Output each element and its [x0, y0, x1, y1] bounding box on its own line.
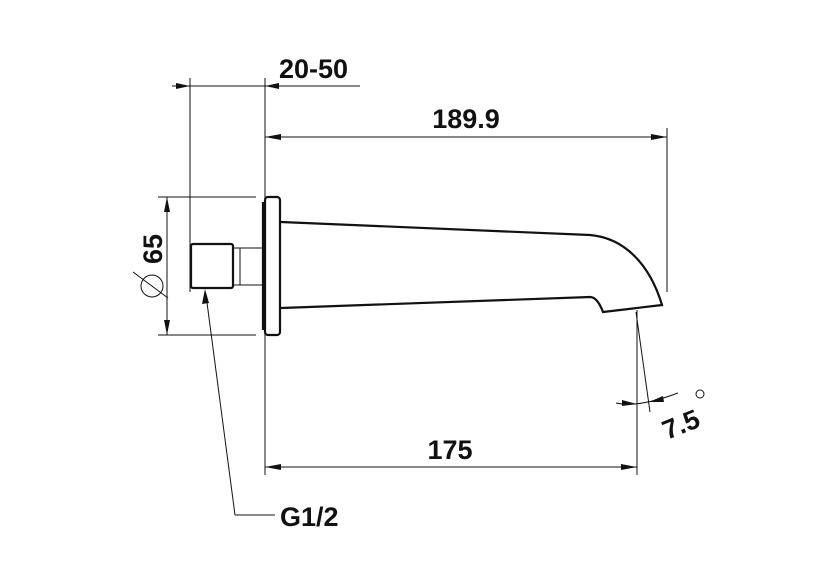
diameter-symbol-icon [140, 274, 164, 298]
dimension-total-length: 189.9 [265, 104, 668, 292]
dimension-angle: 7.5 [615, 311, 705, 446]
dimension-label-flange-diameter: 65 [138, 234, 168, 264]
spout-body [189, 195, 664, 337]
thread-callout: G1/2 [202, 289, 339, 532]
dimension-label-total-length: 189.9 [432, 104, 500, 134]
dimension-flange-diameter: 65 [132, 196, 256, 336]
threaded-nipple [189, 242, 235, 290]
degree-symbol-icon [695, 389, 705, 399]
dimension-label-wall-range: 20-50 [279, 54, 348, 84]
dimension-label-outlet-length: 175 [427, 435, 472, 465]
dimension-wall-range: 20-50 [172, 54, 360, 475]
dimension-outlet-length: 175 [265, 310, 638, 475]
dimension-label-angle: 7.5 [658, 404, 704, 446]
thread-label: G1/2 [280, 502, 339, 532]
